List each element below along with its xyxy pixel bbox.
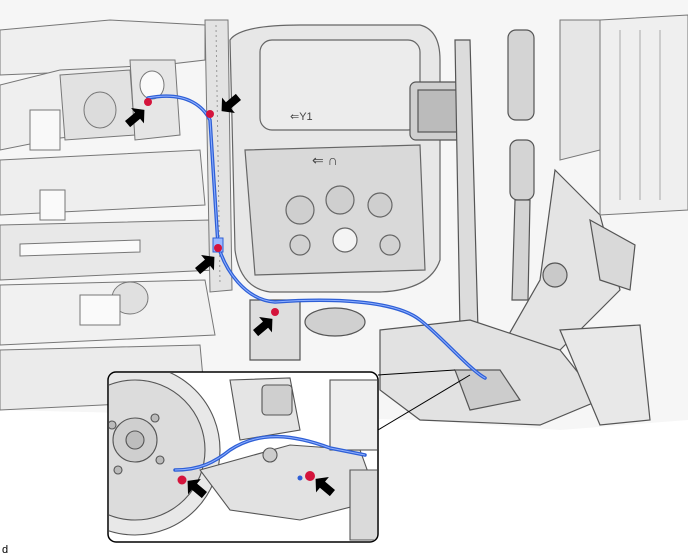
rear-differential [409,39,479,331]
bolt-marker-icon [297,475,303,481]
bolt-marker-icon [305,471,315,481]
drive-shaft [507,29,535,301]
inset-leader-lines [377,369,471,431]
bolt-marker-icon [214,244,222,252]
lower-hub-knuckle [249,299,651,426]
tank-marking-top: ⇐Y1 [290,111,313,123]
bolt-marker-icon [177,475,187,485]
callout-group-main [121,89,279,341]
bolt-marker-icon [144,98,152,106]
tank-marking-arrow: ⇐ ∩ [312,152,338,168]
vertical-frame-member [204,19,233,293]
bolt-marker-icon [271,308,279,316]
right-side-panel [559,14,688,216]
reference-letter: d [2,544,9,556]
detail-inset [107,371,379,543]
bolt-marker-icon [206,110,214,118]
